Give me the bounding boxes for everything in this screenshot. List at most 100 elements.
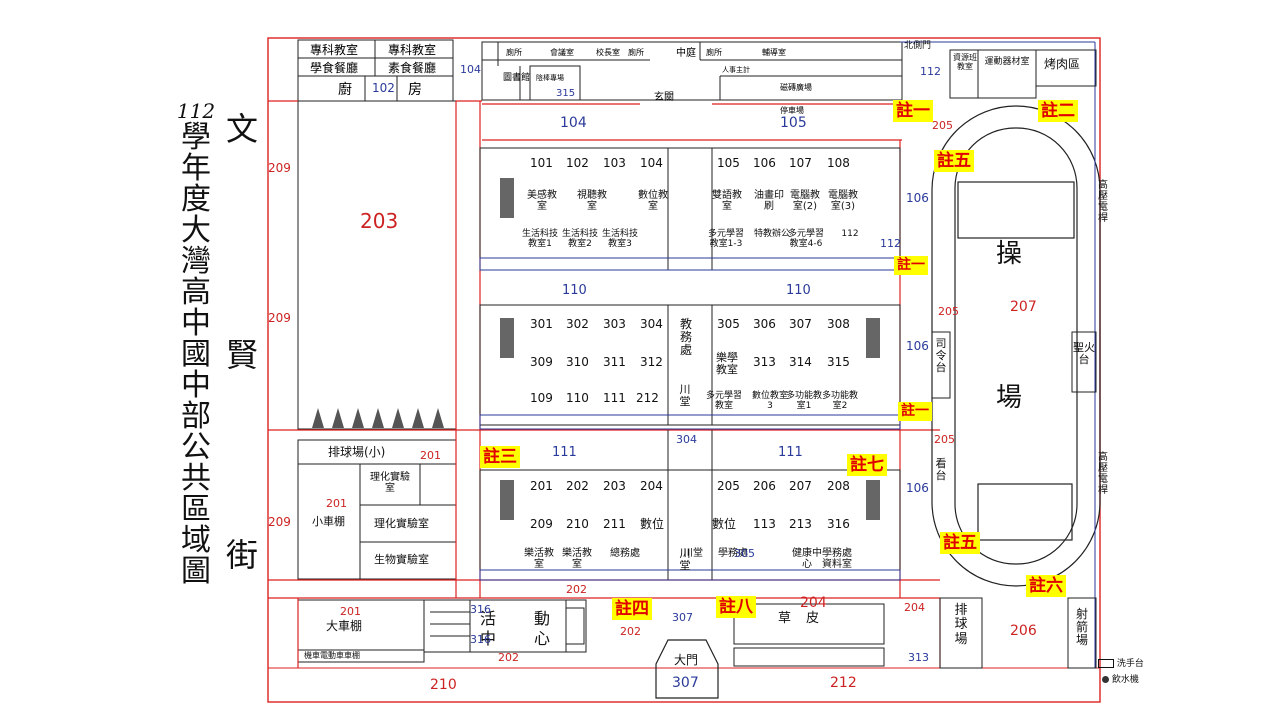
classroom-label: 307	[789, 317, 812, 331]
zone-number: 209	[268, 515, 291, 529]
academic-office: 教務處	[679, 317, 692, 358]
note-1a: 註一	[893, 100, 933, 122]
classroom-label: 312	[640, 355, 663, 369]
meeting-room: 會議室	[550, 47, 574, 57]
classroom-grid	[479, 147, 901, 581]
legend-fountain-label: 飲水機	[1111, 675, 1139, 685]
classroom-label: 多功能教室2	[822, 391, 859, 411]
scooter-shed: 機車電動車車棚	[304, 651, 360, 660]
zone-number: 204	[800, 595, 827, 611]
zone-number: 316	[470, 633, 491, 646]
north-gate: 北側門	[904, 41, 932, 51]
top-room-1: 專科教室	[310, 42, 358, 57]
title-char-15: 圖	[181, 554, 211, 589]
note-5b: 註五	[940, 532, 980, 554]
title-char-9: 中	[181, 368, 211, 403]
activity-center-char: 活	[480, 609, 497, 628]
note-8: 註八	[716, 596, 756, 618]
zone-number: 111	[778, 445, 803, 460]
zone-number: 209	[268, 161, 291, 175]
track-field-char: 操	[996, 239, 1023, 269]
classroom-label: 211	[603, 517, 626, 531]
street-char-1: 文	[226, 110, 259, 148]
title-char-11: 公	[181, 430, 211, 465]
lawn-char: 草	[778, 611, 792, 626]
classroom-label: 304	[640, 317, 663, 331]
corridor-bands	[479, 257, 901, 581]
legend-sink-label: 洗手台	[1116, 659, 1144, 669]
activity-center-char: 心	[534, 629, 551, 648]
zone-number: 106	[906, 481, 929, 495]
note-2: 註二	[1038, 100, 1078, 122]
classroom-label: 309	[530, 355, 553, 369]
title-char-6: 高	[181, 275, 211, 310]
special-room-label: 多元學習教室4-6	[787, 229, 824, 249]
classroom-label: 213	[789, 517, 812, 531]
zone-number: 110	[786, 283, 811, 298]
admin-toilet-2: 廁所	[628, 47, 644, 57]
note-5a: 註五	[934, 150, 974, 172]
counseling-office: 輔導室	[762, 47, 786, 57]
top-room-2: 專科教室	[388, 42, 436, 57]
resource-class: 資源班教室	[953, 53, 977, 71]
admin-toilet-1: 廁所	[506, 47, 522, 57]
admin-building	[481, 41, 903, 101]
zone-number: 305	[734, 547, 755, 560]
main-gate-block	[655, 639, 719, 699]
top-room-4: 素食餐廳	[388, 60, 436, 75]
zone-number: 203	[360, 209, 399, 233]
zone-number: 112	[880, 237, 901, 250]
office-label: 健康中心	[792, 548, 822, 570]
lab-label: 理化實驗室	[374, 517, 429, 530]
track-east-line	[900, 41, 1096, 668]
library-label: 圖書館	[503, 71, 530, 83]
note-1b: 註一	[894, 256, 928, 275]
legend-fountain: 飲水機	[1102, 672, 1139, 685]
tile-plaza: 磁磚廣場	[780, 82, 812, 92]
classroom-label: 310	[566, 355, 589, 369]
hallway-label: 川堂	[679, 383, 691, 409]
south-west-block	[297, 599, 587, 663]
special-room-label: 雙語教室	[712, 190, 742, 212]
special-room-label: 美感教室	[527, 190, 557, 212]
office-label: 學務處	[718, 548, 748, 559]
zone-number: 111	[552, 445, 577, 460]
classroom-label: 113	[753, 517, 776, 531]
zone-number: 307	[672, 675, 699, 691]
torch-box	[1071, 331, 1097, 393]
classroom-label: 301	[530, 317, 553, 331]
title-char-3: 度	[181, 182, 211, 217]
classroom-label: 212	[636, 391, 659, 405]
zone-number: 210	[430, 677, 457, 693]
classroom-label: 303	[603, 317, 626, 331]
street-char-3: 街	[226, 536, 259, 574]
principal-office: 校長室	[596, 47, 620, 57]
classroom-label: 110	[566, 391, 589, 405]
top-left-rooms	[297, 39, 454, 102]
torch-stand: 聖火台	[1073, 341, 1095, 367]
street-char-2: 賢	[226, 336, 259, 374]
zone-number: 112	[920, 65, 941, 78]
zone-number: 201	[420, 449, 441, 462]
lab-label: 理化實驗室	[370, 472, 410, 494]
personnel-office: 人事主計	[722, 65, 750, 74]
title-char-0: 112	[176, 99, 216, 123]
title-char-5: 灣	[181, 244, 211, 279]
special-room-label: 視聽教室	[577, 190, 607, 212]
special-room-label: 生活科技教室2	[561, 229, 598, 249]
zone-number: 104	[560, 115, 587, 131]
classroom-label: 313	[753, 355, 776, 369]
podium-box	[931, 331, 951, 399]
barbecue-area: 烤肉區	[1044, 57, 1081, 71]
title-char-8: 國	[181, 337, 211, 372]
zone-number: 110	[562, 283, 587, 298]
classroom-label: 311	[603, 355, 626, 369]
title-char-4: 大	[181, 213, 211, 248]
activity-center-char: 動	[534, 609, 551, 628]
special-room-label: 電腦教室(3)	[828, 190, 858, 212]
grandstand-label: 看台	[935, 457, 947, 483]
classroom-label: 108	[827, 156, 850, 170]
courtyard-label: 中庭	[676, 46, 696, 59]
hallway-label: 川堂	[679, 547, 691, 573]
